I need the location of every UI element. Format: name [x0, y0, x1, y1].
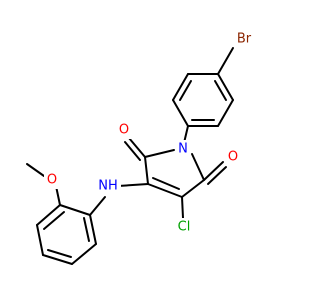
molecule-diagram: Br N O O NH Cl O	[26, 30, 256, 265]
double-bond-inner	[47, 249, 72, 258]
bond	[172, 73, 189, 101]
methoxyphenyl-ring	[26, 163, 97, 265]
bond	[42, 254, 73, 265]
carbonyl-right-double	[207, 166, 227, 185]
bond-n-c2	[144, 149, 175, 158]
bond-c-o	[55, 185, 61, 206]
double-bond-inner	[179, 80, 192, 101]
bond-c3-c4	[147, 183, 183, 198]
bromophenyl-ring	[172, 47, 234, 127]
double-bond-inner	[43, 211, 65, 230]
bond-n-c5	[191, 153, 205, 181]
bond-c-cl	[181, 196, 184, 219]
bond-br-c	[217, 47, 234, 75]
oxygen-atom-label-right: O	[228, 150, 238, 165]
double-bond-inner	[152, 177, 180, 190]
bond-nh-ring	[89, 196, 106, 216]
carbonyl-right	[203, 161, 224, 181]
bond-c-nh	[117, 183, 149, 187]
bond-c4-c5	[181, 179, 205, 198]
atom-labels: Br N O O NH Cl O	[44, 30, 256, 236]
oxygen-atom-label-left: O	[119, 123, 129, 138]
carbonyl-left-double	[124, 141, 141, 161]
bond	[71, 243, 97, 265]
bond-o-ch3	[26, 163, 45, 177]
bond	[217, 73, 234, 101]
bond	[36, 224, 44, 256]
structure-svg: Br N O O NH Cl O	[26, 30, 256, 265]
bond	[89, 214, 97, 245]
nitrogen-atom-label: N	[178, 142, 188, 157]
bond	[172, 99, 189, 127]
oxygen-atom-label-methoxy: O	[47, 173, 57, 188]
bond-c2-c3	[144, 156, 149, 185]
double-bond-inner	[214, 80, 227, 101]
bond	[217, 99, 234, 127]
bromine-atom-label: Br	[237, 32, 252, 47]
chlorine-atom-label: Cl	[178, 220, 191, 235]
double-bond-inner	[83, 217, 90, 242]
bond	[36, 204, 61, 226]
carbonyl-left	[128, 137, 146, 158]
bond	[59, 204, 91, 216]
maleimide-ring	[117, 137, 227, 219]
amine-atom-label: NH	[98, 179, 118, 194]
